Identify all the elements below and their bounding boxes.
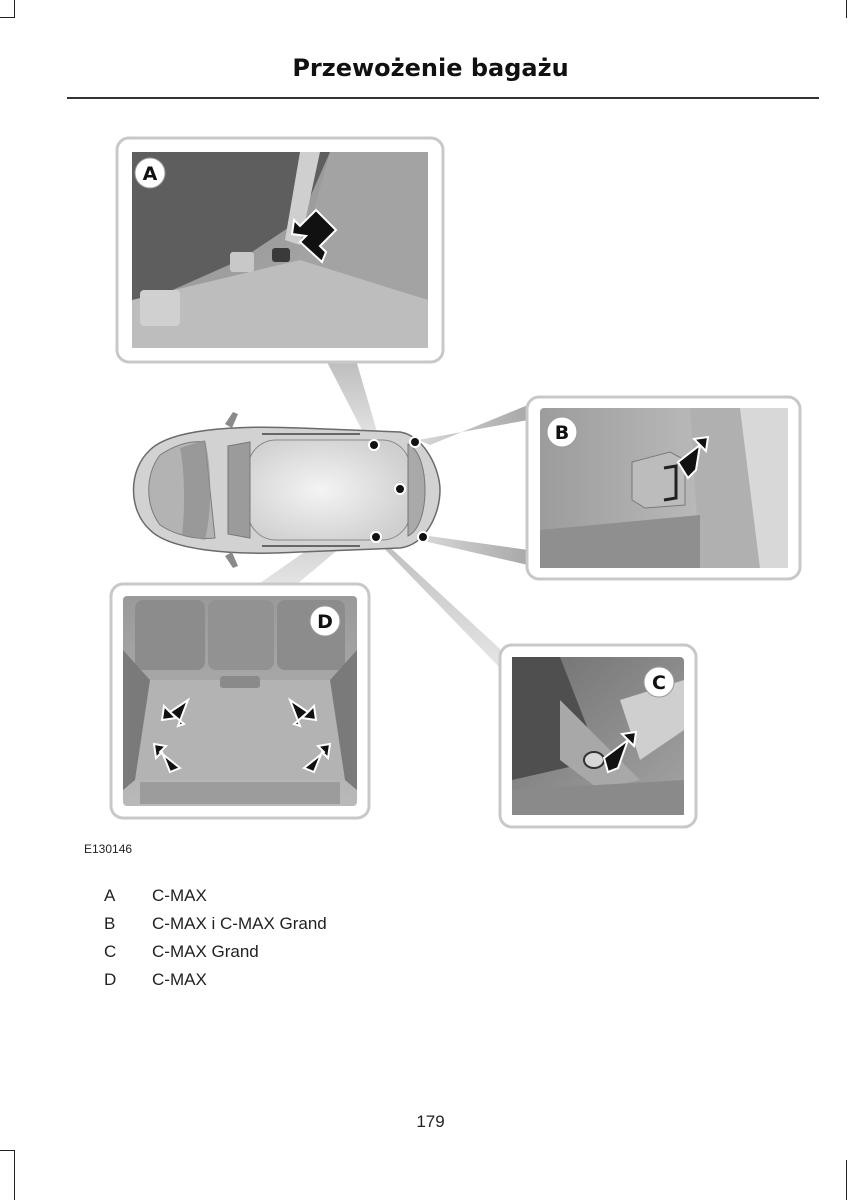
beam-b <box>418 405 528 445</box>
arrow-d3 <box>152 742 182 774</box>
beam-c <box>372 536 512 668</box>
legend-row: C C-MAX Grand <box>104 938 327 966</box>
legend-list: A C-MAX B C-MAX i C-MAX Grand C C-MAX Gr… <box>104 882 327 994</box>
crop-mark-bottom-right-v <box>846 1160 847 1200</box>
luggage-anchor-figure: A B C <box>109 136 802 829</box>
anchor-dot-c <box>370 531 382 543</box>
legend-key: C <box>104 942 117 961</box>
panel-a: A <box>115 136 445 364</box>
legend-row: B C-MAX i C-MAX Grand <box>104 910 327 938</box>
beam-b2 <box>422 535 528 565</box>
panel-c: C <box>498 643 698 829</box>
beam-a <box>326 360 380 442</box>
callout-a-label: A <box>143 163 158 185</box>
panel-d: D <box>109 582 371 820</box>
legend-key: A <box>104 886 116 905</box>
crop-mark-top-right-v <box>846 0 847 18</box>
panel-b: B <box>525 395 802 581</box>
figure-svg: A B C <box>109 136 802 829</box>
crop-mark-bottom-left-h <box>0 1150 15 1151</box>
legend-row: D C-MAX <box>104 966 327 994</box>
callout-b-label: B <box>555 422 569 444</box>
legend-text: C-MAX <box>152 970 207 989</box>
arrow-a <box>290 208 338 264</box>
crop-mark-top-left-v <box>14 0 15 18</box>
arrow-b <box>676 435 710 480</box>
page-title: Przewożenie bagażu <box>292 54 569 82</box>
anchor-dot-a <box>368 439 380 451</box>
legend-text: C-MAX i C-MAX Grand <box>152 914 327 933</box>
callout-c-label: C <box>652 672 666 694</box>
crop-mark-top-left-h <box>0 17 15 18</box>
anchor-dot-b2 <box>417 531 429 543</box>
arrow-c <box>602 730 638 774</box>
car-top-view <box>132 412 441 568</box>
arrow-d4 <box>302 742 332 774</box>
legend-text: C-MAX Grand <box>152 942 259 961</box>
callout-d-label: D <box>317 611 333 633</box>
anchor-dot-d <box>394 483 406 495</box>
anchor-dot-b <box>409 436 421 448</box>
legend-key: D <box>104 970 117 989</box>
arrow-d2 <box>287 697 318 728</box>
title-rule <box>67 97 819 99</box>
legend-key: B <box>104 914 116 933</box>
legend-row: A C-MAX <box>104 882 327 910</box>
page-number: 179 <box>416 1112 445 1131</box>
figure-code: E130146 <box>84 842 133 856</box>
arrow-d1 <box>160 697 191 728</box>
legend-text: C-MAX <box>152 886 207 905</box>
crop-mark-bottom-left-v <box>14 1150 15 1200</box>
